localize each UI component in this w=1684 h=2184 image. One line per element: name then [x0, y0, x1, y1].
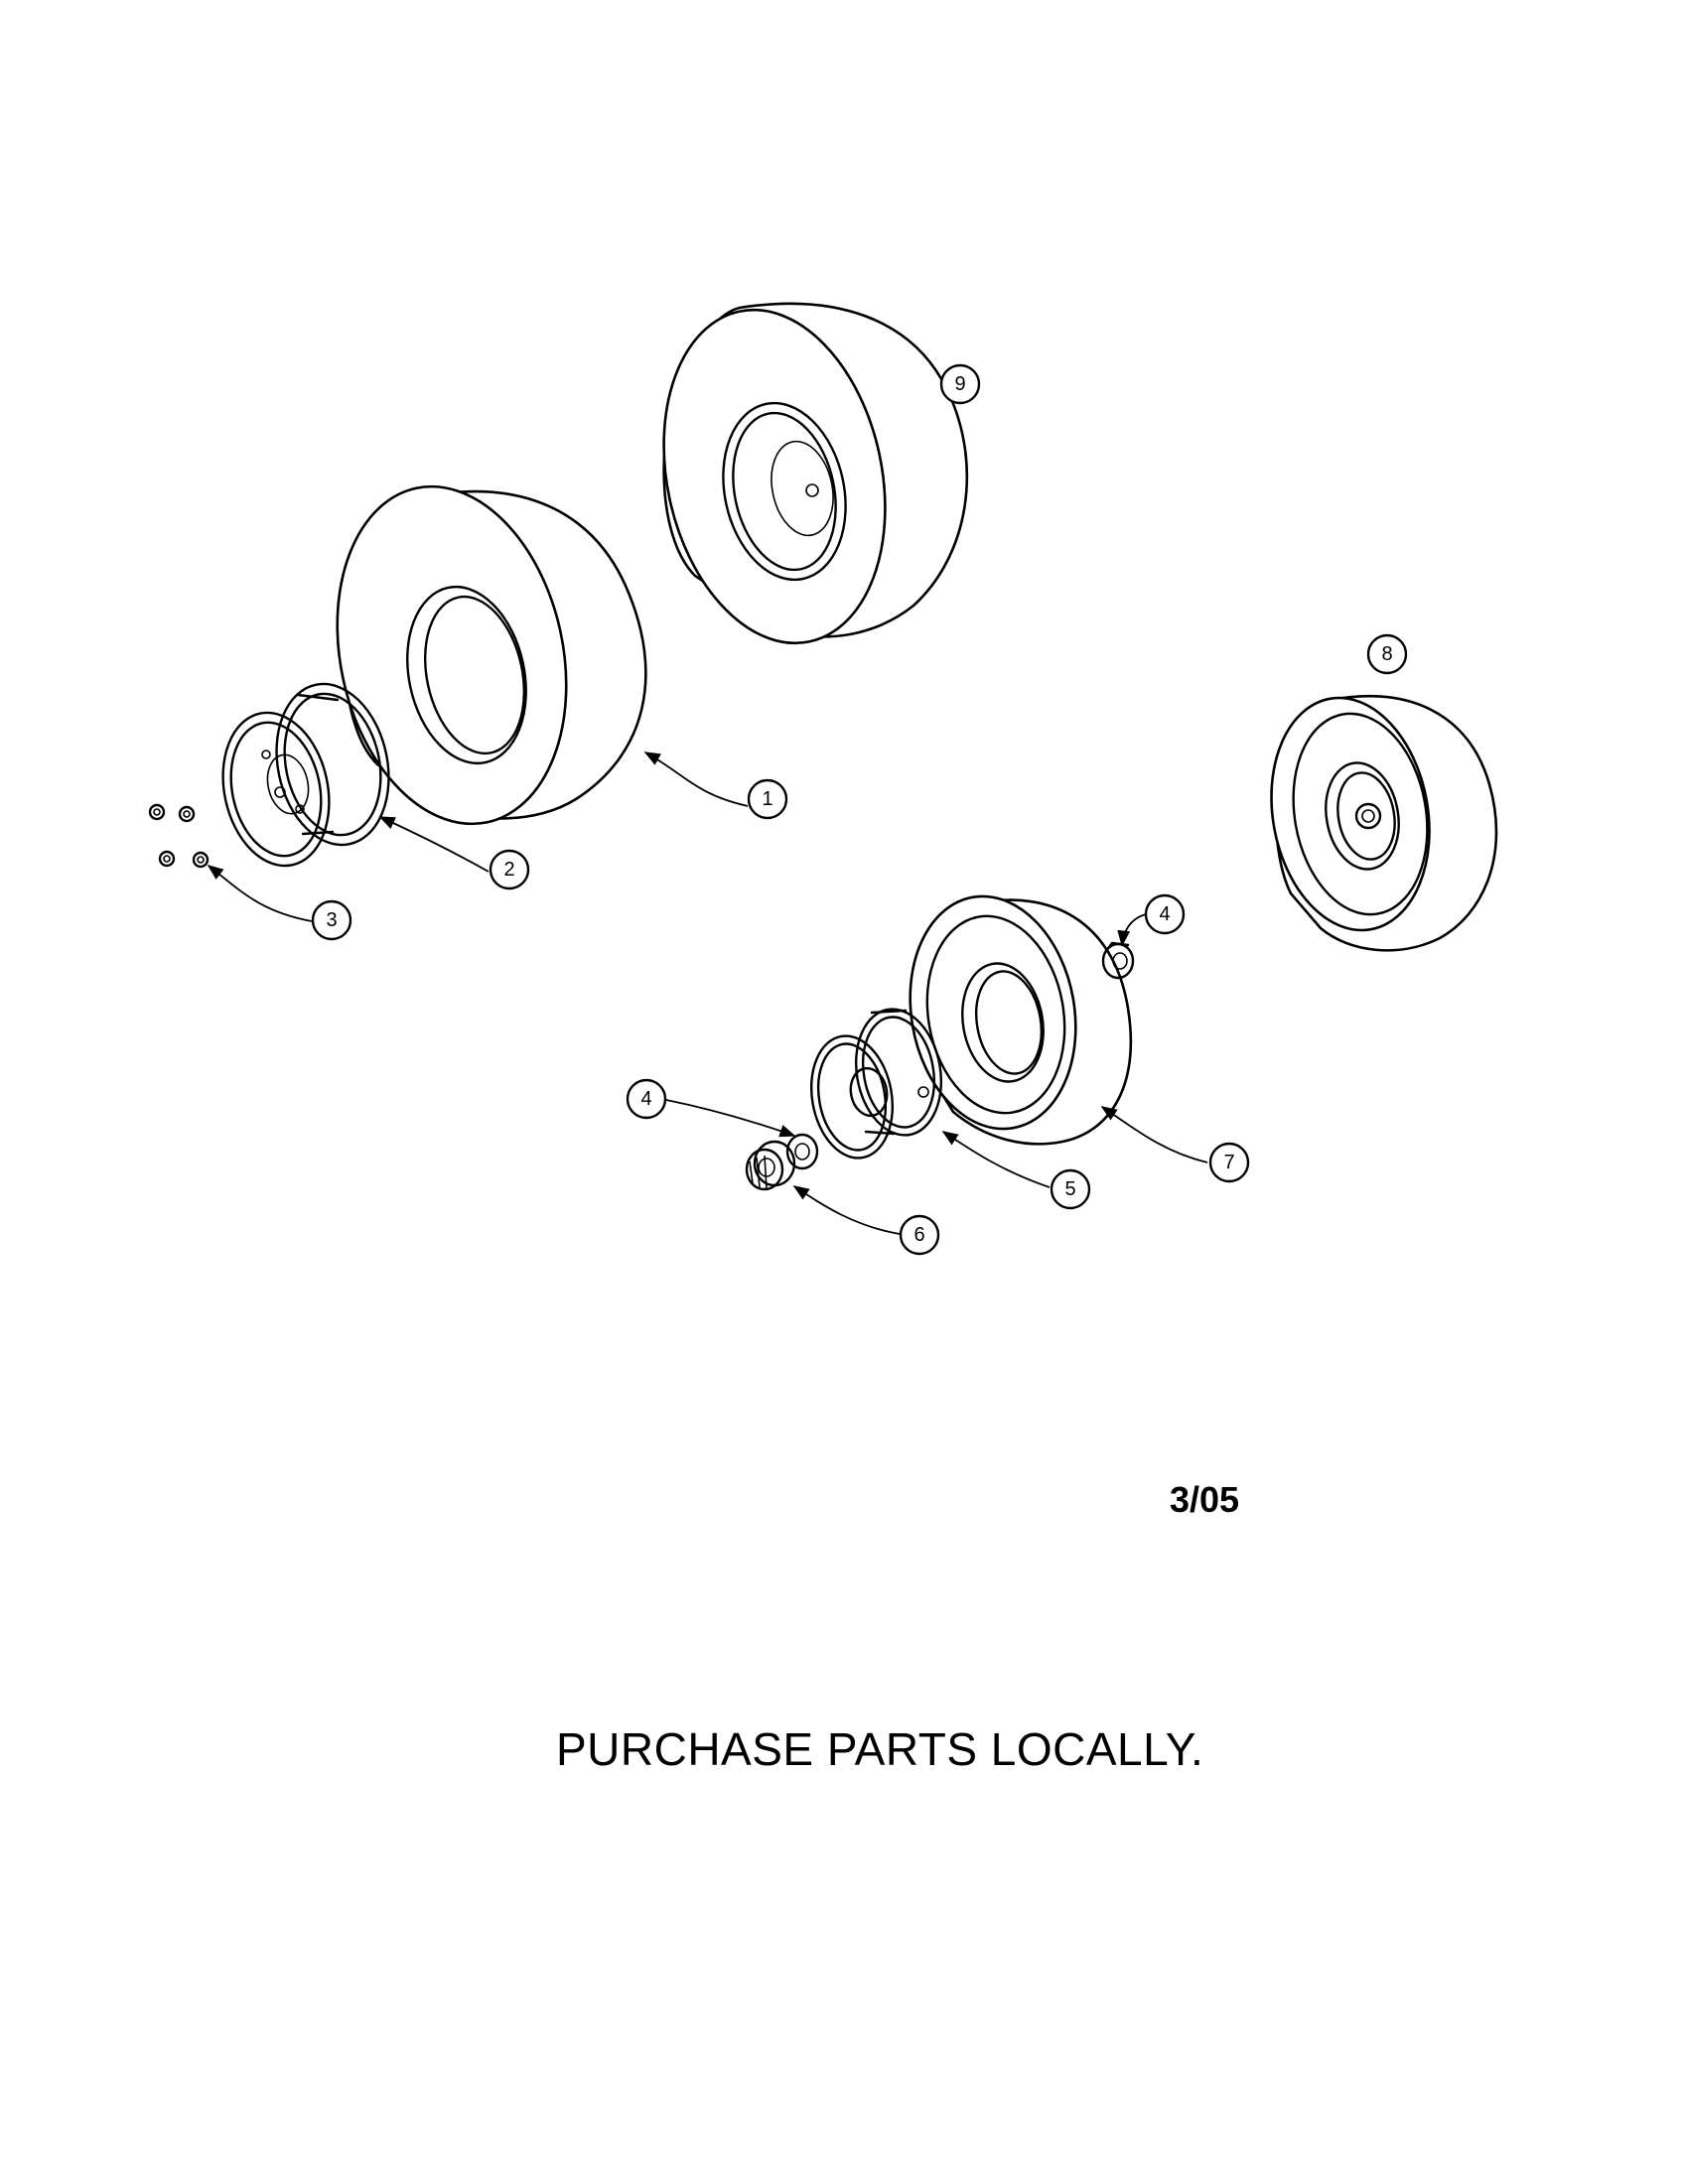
callout-6: 6	[899, 1214, 940, 1256]
callout-9: 9	[939, 363, 981, 405]
svg-text:6: 6	[913, 1224, 924, 1246]
callout-4-upper: 4	[1144, 893, 1186, 935]
svg-text:4: 4	[640, 1088, 651, 1110]
svg-text:8: 8	[1381, 643, 1392, 665]
callout-4-lower: 4	[626, 1078, 667, 1120]
leader-lines	[207, 751, 1208, 1235]
rear-wheel-assembly-9	[662, 302, 969, 645]
callout-1: 1	[747, 778, 788, 820]
callout-7: 7	[1208, 1142, 1250, 1183]
rim-2	[221, 682, 390, 868]
svg-text:9: 9	[954, 373, 965, 395]
front-wheel-assembly-8	[1270, 695, 1498, 952]
axle-bushing-6	[745, 1140, 796, 1191]
footer-note: PURCHASE PARTS LOCALLY.	[556, 1723, 1204, 1775]
rim-5	[809, 1008, 943, 1160]
callout-8: 8	[1366, 633, 1408, 675]
svg-text:1: 1	[762, 788, 772, 810]
date-code: 3/05	[1170, 1479, 1240, 1520]
callout-5: 5	[1050, 1168, 1091, 1210]
bearing-4-lower	[785, 1133, 819, 1170]
callout-3: 3	[311, 899, 352, 941]
svg-text:2: 2	[503, 859, 514, 881]
svg-text:3: 3	[326, 909, 337, 931]
svg-text:5: 5	[1064, 1178, 1075, 1200]
callout-2: 2	[489, 849, 530, 890]
tire-1	[336, 484, 647, 826]
lug-nuts-3	[148, 803, 210, 869]
svg-text:4: 4	[1159, 903, 1170, 925]
svg-text:7: 7	[1223, 1152, 1234, 1173]
tire-7	[909, 894, 1133, 1146]
